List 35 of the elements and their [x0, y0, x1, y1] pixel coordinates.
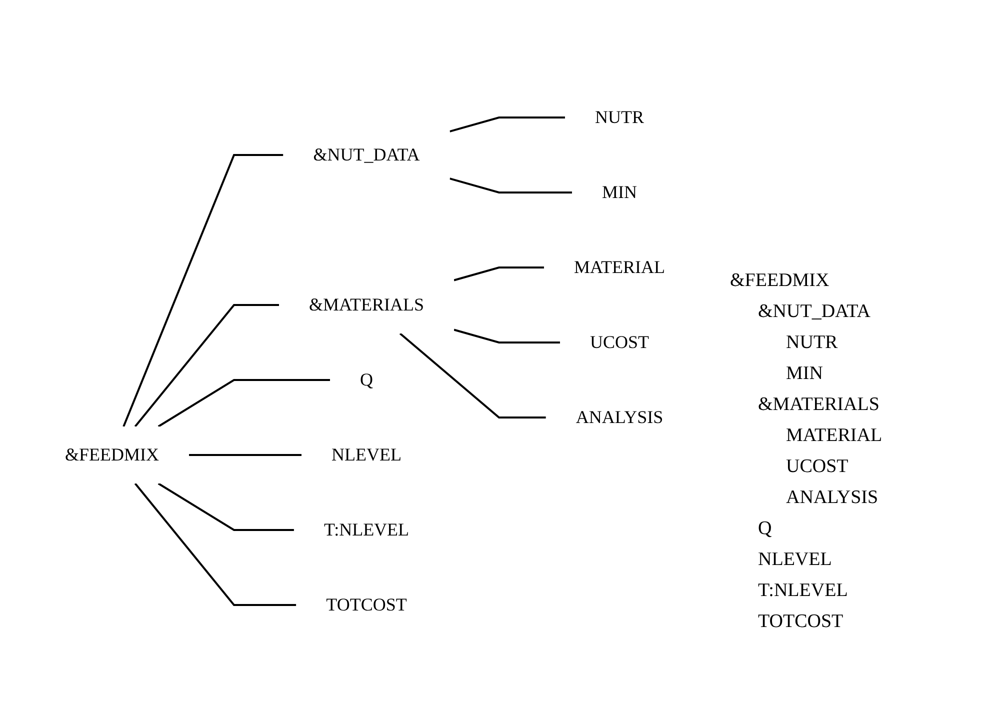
- outline-item: &MATERIALS: [758, 393, 880, 417]
- connector: [188, 454, 302, 456]
- outline-item: &FEEDMIX: [730, 269, 830, 293]
- connector: [134, 304, 279, 427]
- outline-item: T:NLEVEL: [758, 579, 848, 603]
- connector: [450, 177, 572, 194]
- outline-item: &NUT_DATA: [758, 300, 870, 324]
- connector: [158, 482, 294, 531]
- node-text: TOTCOST: [326, 594, 407, 614]
- outline-item: Q: [758, 517, 772, 541]
- connector: [454, 266, 544, 281]
- connector: [454, 328, 560, 344]
- connector: [399, 332, 546, 418]
- outline-item: NUTR: [786, 331, 838, 355]
- connector: [158, 378, 330, 428]
- node-text: &MATERIALS: [308, 294, 424, 314]
- node-text: T:NLEVEL: [324, 519, 410, 540]
- connector: [134, 482, 296, 606]
- outline-item: NLEVEL: [758, 548, 832, 572]
- node-text: ANALYSIS: [576, 406, 664, 427]
- node-text: MIN: [602, 182, 637, 202]
- connector: [450, 116, 565, 132]
- node-text: NUTR: [595, 106, 644, 127]
- node-text: Q: [360, 369, 373, 390]
- node-text: &FEEDMIX: [64, 444, 159, 464]
- outline-item: MIN: [786, 362, 823, 386]
- node-text: MATERIAL: [574, 256, 665, 277]
- node-text: NLEVEL: [332, 444, 402, 464]
- node-text: UCOST: [590, 332, 650, 352]
- outline-item: TOTCOST: [758, 610, 844, 634]
- outline-item: ANALYSIS: [786, 486, 878, 510]
- node-text: &NUT_DATA: [313, 144, 420, 164]
- connector: [122, 154, 284, 427]
- outline-item: UCOST: [786, 455, 848, 479]
- outline-item: MATERIAL: [786, 424, 882, 448]
